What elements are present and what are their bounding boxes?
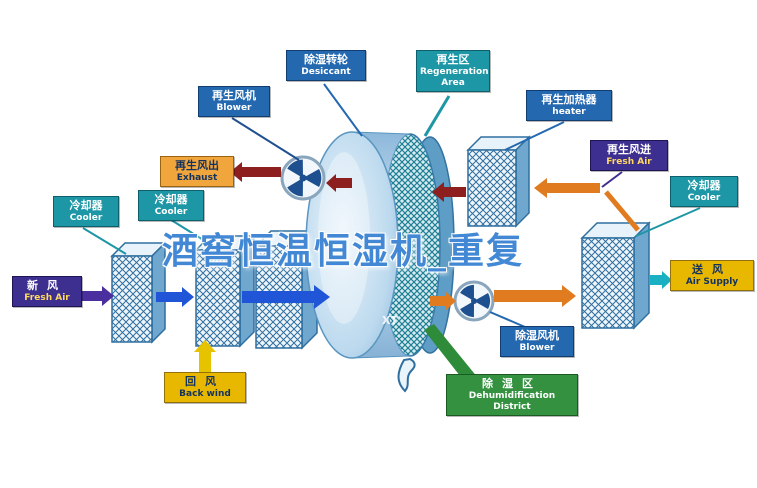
label-regeneration-area: 再生区 Regeneration Area: [416, 50, 490, 93]
label-dehumid-blower-en: Blower: [519, 342, 555, 353]
label-back-wind-zh: 回风: [185, 375, 225, 388]
arrow-dry-2: [494, 285, 576, 307]
arrow-air-supply: [650, 271, 672, 289]
dehumid-district-leader: [424, 324, 478, 381]
label-dehumid-blower: 除湿风机 Blower: [500, 326, 574, 357]
arrow-regen-hot-1: [432, 182, 466, 202]
label-cooler-right-zh: 冷却器: [687, 179, 721, 192]
heater-box: [466, 135, 531, 228]
label-regen-fresh-air: 再生风进 Fresh Air: [590, 140, 668, 171]
label-fresh-air-zh: 新风: [27, 279, 67, 292]
label-cooler-right-en: Cooler: [687, 192, 721, 203]
label-regen-fresh-air-zh: 再生风进: [607, 143, 651, 156]
label-exhaust-en: Exhaust: [176, 172, 218, 183]
leader-lines: [82, 83, 701, 381]
label-exhaust: 再生风出 Exhaust: [160, 156, 234, 187]
label-cooler-left: 冷却器 Cooler: [138, 190, 204, 221]
arrow-exhaust: [230, 162, 281, 182]
label-regen-fresh-air-en: Fresh Air: [606, 156, 652, 167]
label-cooler-far-left-zh: 冷却器: [69, 199, 103, 212]
arrow-regen-in: [534, 178, 600, 198]
label-cooler-left-en: Cooler: [154, 206, 188, 217]
watermark-text: 酒窖恒温恒湿机_重复: [162, 231, 525, 272]
arrow-regen-hot-2: [326, 174, 352, 192]
label-desiccant-zh: 除湿转轮: [304, 53, 348, 66]
label-back-wind-en: Back wind: [179, 388, 231, 399]
label-fresh-air: 新风 Fresh Air: [12, 276, 82, 307]
label-back-wind: 回风 Back wind: [164, 372, 246, 403]
label-dehumid-blower-zh: 除湿风机: [515, 329, 559, 342]
label-regeneration-area-zh: 再生区: [436, 53, 470, 66]
arrow-dry-1: [430, 292, 456, 310]
dehumid-blower-icon: [453, 280, 495, 322]
label-cooler-far-left-en: Cooler: [69, 212, 103, 223]
arrow-process-1: [156, 287, 194, 307]
label-exhaust-zh: 再生风出: [175, 159, 219, 172]
label-fresh-air-en: Fresh Air: [24, 292, 70, 303]
label-dehumid-district-zh: 除湿区: [482, 377, 542, 390]
label-regen-heater-zh: 再生加热器: [541, 93, 597, 106]
flow-arrows: [80, 162, 672, 374]
desiccant-rotor: [305, 131, 455, 359]
arrow-return-air: [194, 340, 216, 374]
label-desiccant: 除湿转轮 Desiccant: [286, 50, 366, 81]
label-cooler-right: 冷却器 Cooler: [670, 176, 738, 207]
label-dehumid-district-en: Dehumidification District: [468, 390, 556, 412]
watermark-fragment: XT: [382, 314, 398, 327]
label-regen-blower-en: Blower: [216, 102, 252, 113]
label-cooler-far-left: 冷却器 Cooler: [53, 196, 119, 227]
arrow-process-2: [242, 285, 330, 309]
label-regen-heater-en: heater: [552, 106, 586, 117]
label-cooler-left-zh: 冷却器: [154, 193, 188, 206]
label-air-supply: 送风 Air Supply: [670, 260, 754, 291]
label-regen-blower: 再生风机 Blower: [198, 86, 270, 117]
label-regeneration-area-en: Regeneration Area: [420, 66, 489, 88]
cooler-box-right: [580, 221, 651, 330]
label-air-supply-zh: 送风: [692, 263, 732, 276]
regen-blower-icon: [280, 155, 326, 201]
label-regen-heater: 再生加热器 heater: [526, 90, 612, 121]
drip-curl-icon: [397, 357, 416, 393]
label-dehumid-district: 除湿区 Dehumidification District: [446, 374, 578, 417]
arrow-fresh-air-in: [80, 286, 114, 306]
label-air-supply-en: Air Supply: [685, 276, 739, 287]
label-regen-blower-zh: 再生风机: [212, 89, 256, 102]
label-desiccant-en: Desiccant: [301, 66, 351, 77]
